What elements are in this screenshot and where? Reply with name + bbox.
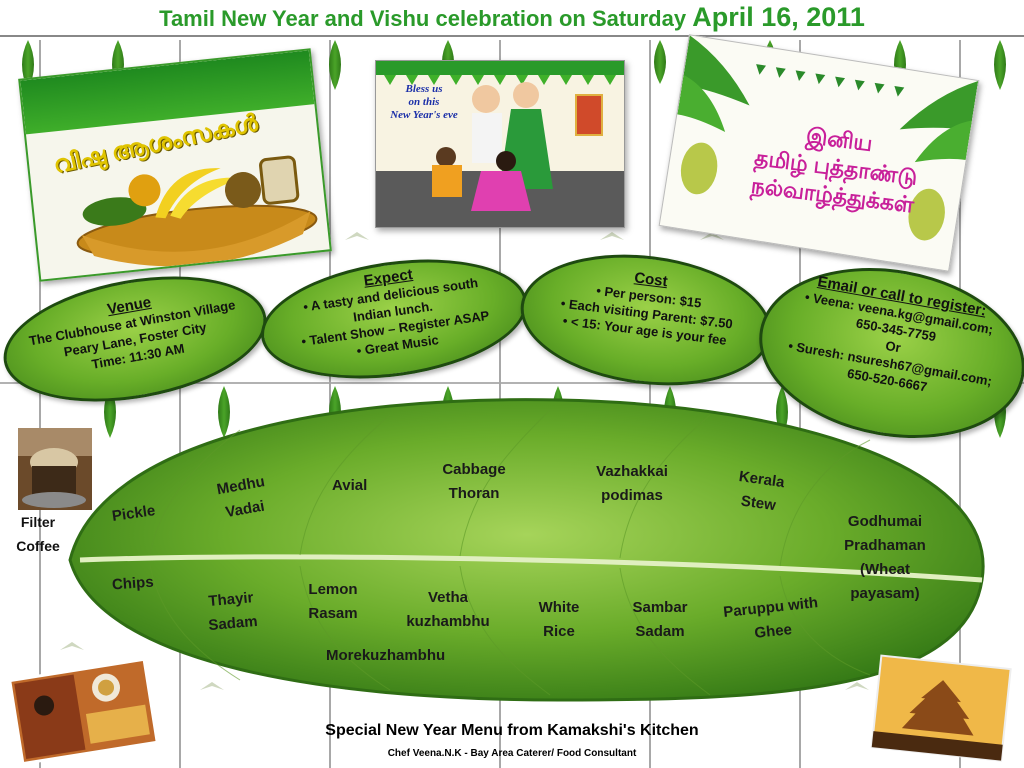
vishu-greeting-card: വിഷു ആശംസകൾ xyxy=(18,48,332,282)
banana-tree-illustration xyxy=(677,35,979,241)
chef-credit: Chef Veena.N.K - Bay Area Caterer/ Food … xyxy=(387,748,637,759)
tamil-new-year-card: இனிய தமிழ் புத்தாண்டு நல்வாழ்த்துக்கள் xyxy=(658,34,980,272)
menu-item-godhumai-pradhaman: Godhumai Pradhaman (Wheat payasam) xyxy=(844,513,926,602)
menu-item-lemon-rasam: Lemon Rasam xyxy=(308,581,358,622)
family-blessing-illustration xyxy=(376,61,624,227)
bless-line: on this xyxy=(408,96,440,108)
bless-line: New Year's eve xyxy=(390,109,458,121)
menu-item-morekuzhambhu: Morekuzhambhu xyxy=(326,647,446,664)
banana-leaf xyxy=(68,398,985,702)
title-date: April 16, 2011 xyxy=(692,2,865,32)
bless-us-text: Bless us on this New Year's eve xyxy=(384,83,464,122)
menu-item-vetha-kuzhambhu: Vetha kuzhambhu xyxy=(406,589,490,630)
menu-item-chips: Chips xyxy=(111,573,155,594)
fruit-basket-illustration xyxy=(76,155,318,267)
menu-item-cabbage-thoran: Cabbage Thoran xyxy=(442,461,506,502)
menu-item-white-rice: White Rice xyxy=(538,599,580,640)
bless-us-card: Bless us on this New Year's eve xyxy=(375,60,625,228)
menu-item-avial: Avial xyxy=(332,477,368,494)
menu-item-kerala-stew: Kerala Stew xyxy=(737,468,786,515)
footer-tagline: Special New Year Menu from Kamakshi's Ki… xyxy=(325,722,699,739)
title-main: Tamil New Year and Vishu celebration on … xyxy=(159,6,687,31)
menu-item-vazhakkai-podimas: Vazhakkai podimas xyxy=(596,463,668,504)
page-title: Tamil New Year and Vishu celebration on … xyxy=(0,2,1024,33)
filter-coffee-label: Filter Coffee xyxy=(16,514,60,554)
bless-line: Bless us xyxy=(405,83,443,95)
menu-item-sambar-sadam: Sambar Sadam xyxy=(632,599,688,640)
menu-item-thayir-sadam: Thayir Sadam xyxy=(207,589,259,635)
